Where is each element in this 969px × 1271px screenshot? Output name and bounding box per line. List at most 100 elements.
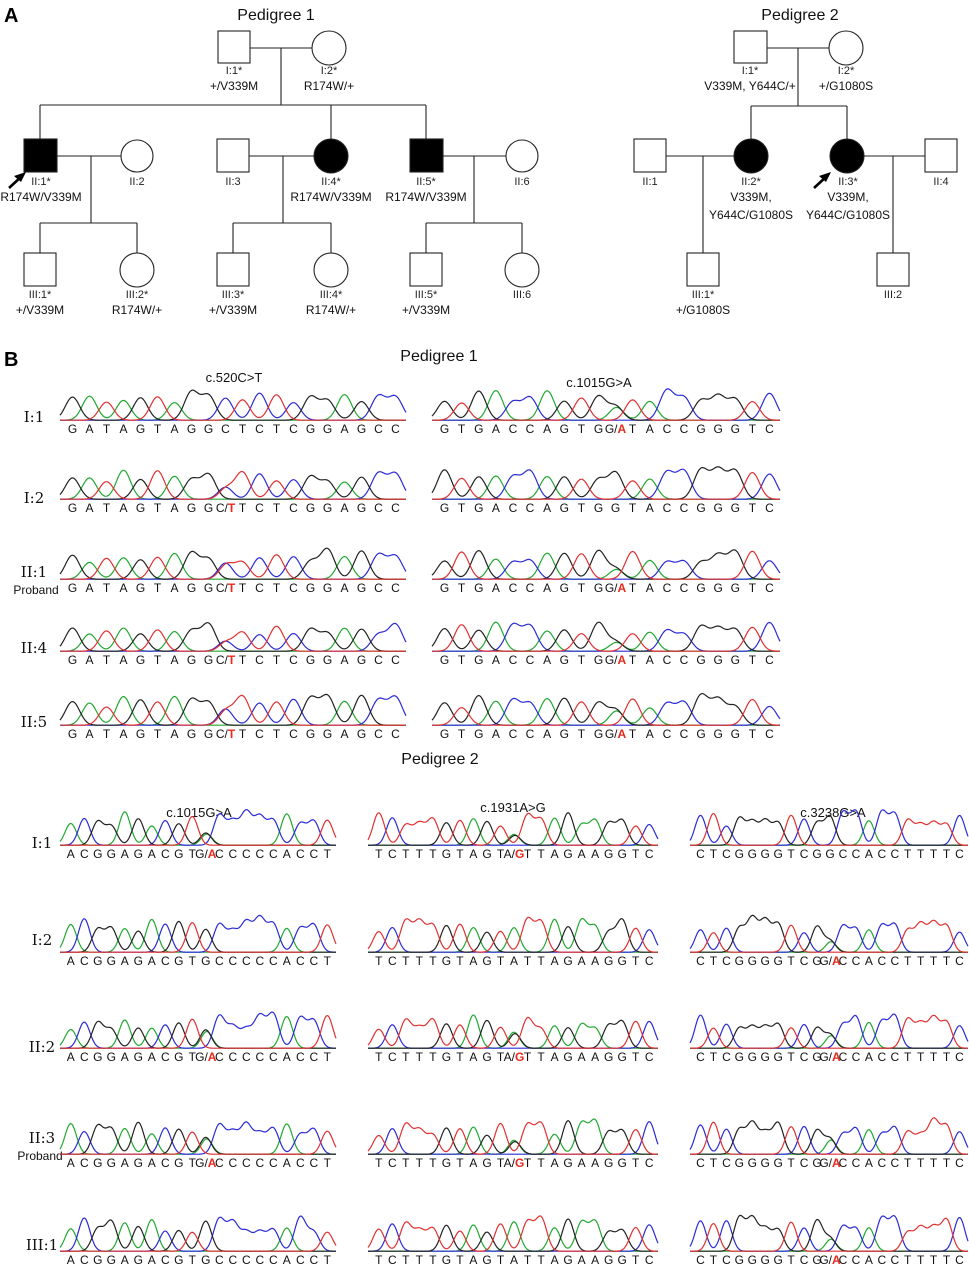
trace-g — [60, 1219, 336, 1252]
p2-II3-id: II:3* — [838, 176, 858, 188]
seq-base: A — [340, 727, 348, 741]
p1-II6-id: II:6 — [514, 176, 529, 188]
seq-base: G — [107, 847, 116, 861]
trace-t — [60, 1014, 337, 1049]
seq-base: T — [458, 653, 466, 667]
trace-a — [690, 1021, 968, 1049]
seq-base: G — [93, 1253, 102, 1267]
seq-base: C — [663, 422, 672, 436]
seq-base: A — [469, 847, 477, 861]
seq-base: G — [731, 501, 740, 515]
trace-a — [432, 389, 780, 421]
seq-base: C — [680, 581, 689, 595]
seq-base: A — [340, 581, 348, 595]
seq-base: A — [170, 727, 178, 741]
seq-ped2-variant-3: c.3238G>A — [800, 805, 866, 820]
trace-t — [432, 397, 780, 421]
seq-base: C — [852, 1050, 861, 1064]
seq-base: T — [917, 847, 925, 861]
p1-III2-female-symbol — [119, 252, 155, 288]
seq-base: T — [402, 847, 410, 861]
trace-g — [431, 549, 780, 580]
p2-II4-male-symbol — [924, 138, 958, 173]
seq-base: C — [388, 1050, 397, 1064]
seq-base: C — [852, 954, 861, 968]
p1-III5-id: III:5* — [415, 289, 438, 301]
trace-g — [59, 389, 406, 421]
seq-base: C — [242, 954, 251, 968]
seq-base: T — [497, 954, 505, 968]
seq-base: T — [324, 1050, 332, 1064]
trace-g — [368, 1218, 658, 1252]
seq-base: T — [930, 1050, 938, 1064]
p1-III3-id: III:3* — [222, 289, 245, 301]
seq-base: T — [710, 954, 718, 968]
seq-base: T — [787, 1253, 795, 1267]
seq-base: A — [865, 1253, 873, 1267]
p1-II4-affected-female-symbol — [313, 138, 349, 174]
seq-base: G — [560, 422, 569, 436]
pedigree-1: Pedigree 1 I:1* +/V339M I:2* R174W/+ — [0, 7, 540, 317]
seq-base: C — [228, 1050, 237, 1064]
seq-base: A — [67, 1156, 75, 1170]
seq-base: G — [774, 1156, 783, 1170]
seq-base: C — [215, 954, 224, 968]
trace-a — [368, 1118, 658, 1155]
seq-base: G — [306, 581, 315, 595]
seq-base: C — [890, 847, 899, 861]
seq-base: A — [543, 581, 551, 595]
seq-base-mutation: G/A — [605, 422, 627, 436]
p1-III1-genotype: +/V339M — [16, 303, 64, 317]
seq-base: G — [68, 501, 77, 515]
seq-base: C — [955, 1156, 964, 1170]
seq-base: C — [391, 653, 400, 667]
trace-t — [690, 919, 968, 953]
seq-base: G — [560, 501, 569, 515]
trace-t — [60, 815, 337, 846]
seq-base: C — [722, 1050, 731, 1064]
seq-base: C — [80, 1050, 89, 1064]
seq-ped1-row-label: I:1 — [24, 408, 45, 426]
seq-base: T — [632, 1156, 640, 1170]
seq-base: T — [273, 581, 281, 595]
seq-base: G — [618, 1253, 627, 1267]
pedigree-2-title: Pedigree 2 — [761, 7, 838, 24]
seq-base: T — [456, 1050, 464, 1064]
seq-base: C — [255, 422, 264, 436]
seq-base: C — [890, 1253, 899, 1267]
seq-base: T — [917, 1050, 925, 1064]
seq-base: G — [306, 501, 315, 515]
seq-base: G — [174, 1050, 183, 1064]
seq-ped1-variant-1: c.520C>T — [206, 370, 263, 385]
seq-base: G — [618, 847, 627, 861]
seq-base: A — [340, 422, 348, 436]
seq-base: T — [402, 1050, 410, 1064]
seq-base: C — [509, 581, 518, 595]
seq-base: G — [442, 1156, 451, 1170]
seq-base: A — [646, 422, 654, 436]
seq-base: T — [749, 581, 757, 595]
seq-base-mutation: C/T — [216, 501, 236, 515]
seq-base-mutation: G/A — [605, 581, 627, 595]
seq-base: A — [67, 847, 75, 861]
seq-base: T — [402, 1156, 410, 1170]
p2-III1-id: III:1* — [692, 289, 715, 301]
seq-base-mutation: C/T — [216, 727, 236, 741]
seq-base: C — [309, 1253, 318, 1267]
trace-t — [60, 394, 406, 421]
seq-ped1-title: Pedigree 1 — [400, 348, 477, 365]
seq-base-mutation: G/A — [819, 954, 841, 968]
seq-base: G — [357, 727, 366, 741]
seq-base: C — [374, 727, 383, 741]
p1-II1-affected-male-symbol — [23, 138, 58, 173]
seq-base: G — [107, 954, 116, 968]
trace-t — [690, 812, 968, 846]
seq-base: A — [340, 653, 348, 667]
seq-base-mutation: A/G — [504, 1050, 525, 1064]
